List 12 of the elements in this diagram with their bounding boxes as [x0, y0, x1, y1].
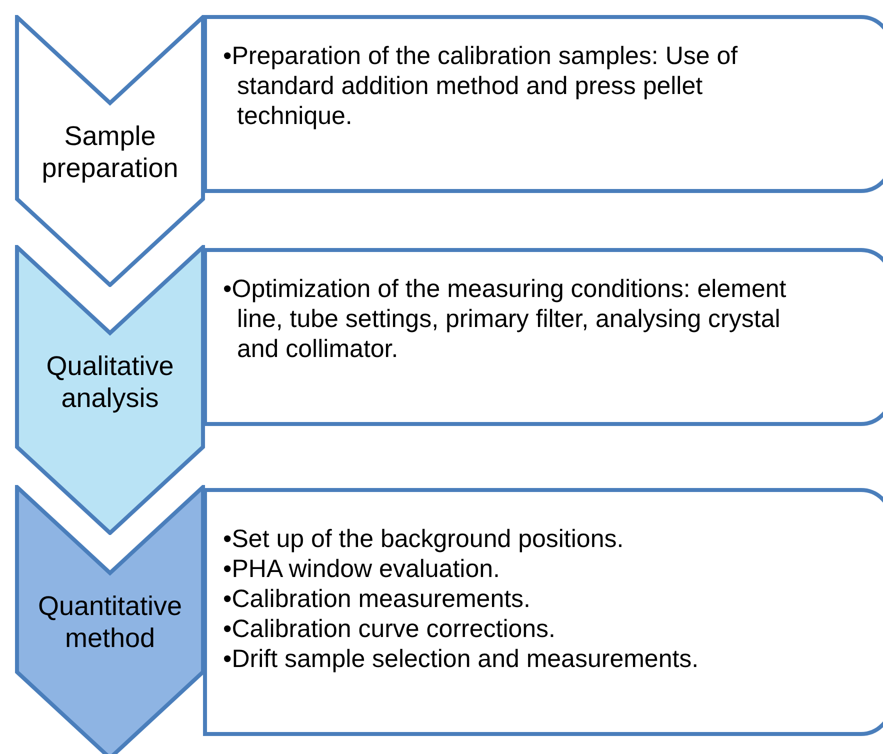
step-title: Quantitative method — [36, 590, 184, 654]
bullet-text: •Preparation of the calibration samples: Use of standard addition method and press pellet technique. — [223, 41, 739, 131]
bullet-text: •Drift sample selection and measurements. — [223, 644, 700, 674]
description-box — [203, 488, 883, 736]
step-title: Qualitative analysis — [45, 350, 175, 414]
bullet-text: •Calibration measurements. — [223, 584, 532, 614]
bullet-text: •Set up of the background positions. — [223, 524, 625, 554]
description-box — [203, 248, 883, 426]
step-title: Sample preparation — [40, 120, 180, 184]
bullet-text: •Calibration curve corrections. — [223, 614, 556, 644]
bullet-text: •PHA window evaluation. — [223, 554, 501, 584]
bullet-text: •Optimization of the measuring conditions: element line, tube settings, primary filter, analysing crystal and collimator. — [223, 274, 788, 364]
